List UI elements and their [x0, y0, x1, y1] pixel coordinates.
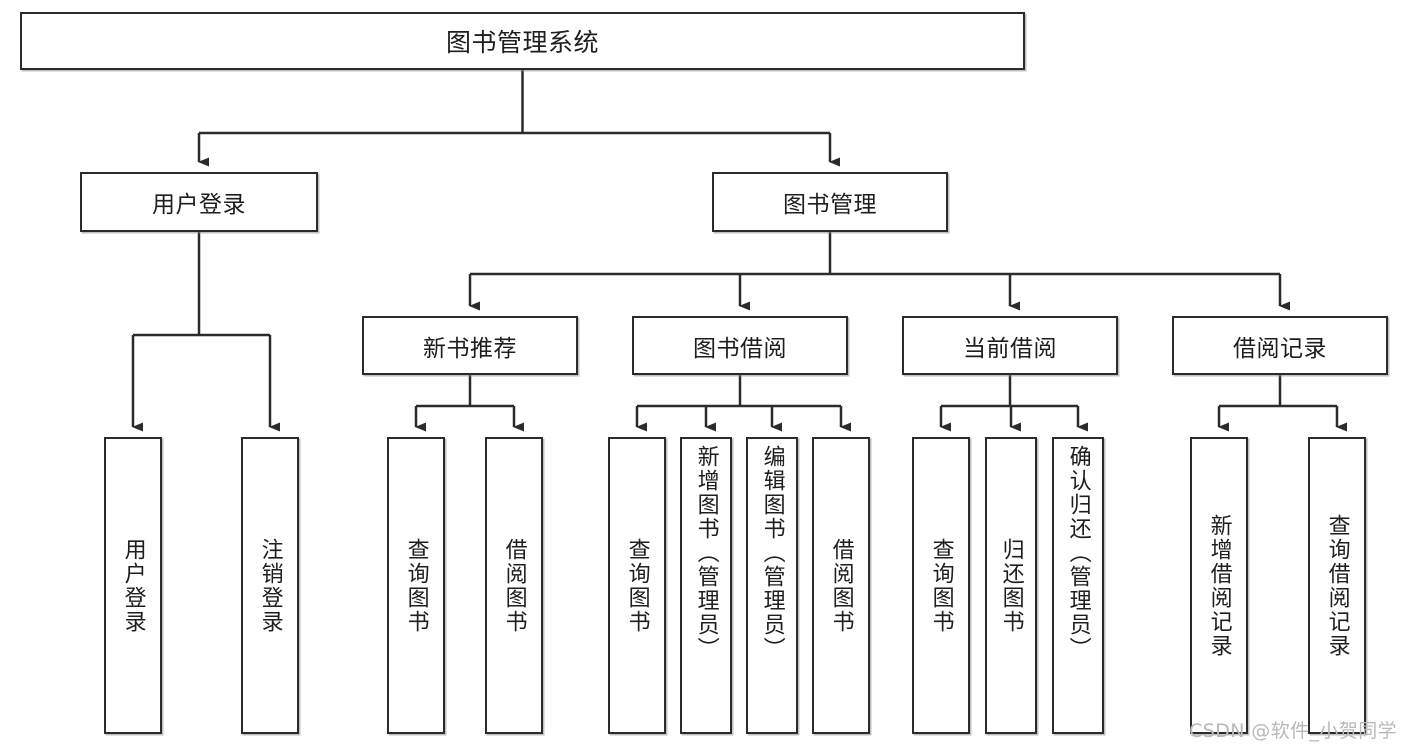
node-label: 新增图书（管理员） — [693, 445, 719, 661]
leaf-leaf-add-book[interactable]: 新增图书（管理员） — [680, 437, 732, 734]
leaf-leaf-borrow-book-1[interactable]: 借阅图书 — [485, 437, 543, 734]
node-user-login[interactable]: 用户登录 — [80, 172, 318, 232]
leaf-leaf-query-record[interactable]: 查询借阅记录 — [1308, 437, 1366, 734]
node-label: 新书推荐 — [423, 335, 517, 362]
node-new-book-recommend[interactable]: 新书推荐 — [362, 316, 578, 375]
node-book-borrow[interactable]: 图书借阅 — [632, 316, 848, 375]
leaf-leaf-query-book-1[interactable]: 查询图书 — [387, 437, 445, 734]
leaf-leaf-borrow-book-2[interactable]: 借阅图书 — [812, 437, 870, 734]
node-label: 查询图书 — [928, 537, 954, 634]
node-label: 确认归还（管理员） — [1065, 445, 1091, 661]
node-book-manage[interactable]: 图书管理 — [712, 172, 948, 232]
node-label: 注销登录 — [257, 537, 283, 634]
leaf-leaf-add-record[interactable]: 新增借阅记录 — [1190, 437, 1248, 734]
leaf-leaf-query-book-2[interactable]: 查询图书 — [608, 437, 666, 734]
node-label: 归还图书 — [998, 537, 1024, 634]
node-label: 新增借阅记录 — [1206, 513, 1232, 658]
node-label: 查询借阅记录 — [1324, 513, 1350, 658]
leaf-leaf-edit-book[interactable]: 编辑图书（管理员） — [746, 437, 798, 734]
node-label: 借阅图书 — [828, 537, 854, 634]
leaf-leaf-confirm-return[interactable]: 确认归还（管理员） — [1052, 437, 1104, 734]
node-label: 借阅记录 — [1233, 335, 1327, 362]
node-label: 图书借阅 — [693, 335, 787, 362]
node-label: 查询图书 — [624, 537, 650, 634]
node-label: 借阅图书 — [501, 537, 527, 634]
leaf-leaf-query-book-3[interactable]: 查询图书 — [912, 437, 970, 734]
leaf-leaf-return-book[interactable]: 归还图书 — [985, 437, 1037, 734]
node-label: 用户登录 — [120, 537, 146, 634]
node-root[interactable]: 图书管理系统 — [20, 12, 1025, 70]
leaf-leaf-user-logout[interactable]: 注销登录 — [241, 437, 299, 734]
node-label: 当前借阅 — [963, 335, 1057, 362]
node-label: 查询图书 — [403, 537, 429, 634]
node-label: 用户登录 — [152, 192, 246, 218]
node-borrow-record[interactable]: 借阅记录 — [1172, 316, 1388, 375]
node-label: 图书管理系统 — [445, 28, 599, 57]
node-label: 编辑图书（管理员） — [759, 445, 785, 661]
node-label: 图书管理 — [783, 192, 877, 218]
node-current-borrow[interactable]: 当前借阅 — [902, 316, 1118, 375]
leaf-leaf-user-login[interactable]: 用户登录 — [104, 437, 162, 734]
